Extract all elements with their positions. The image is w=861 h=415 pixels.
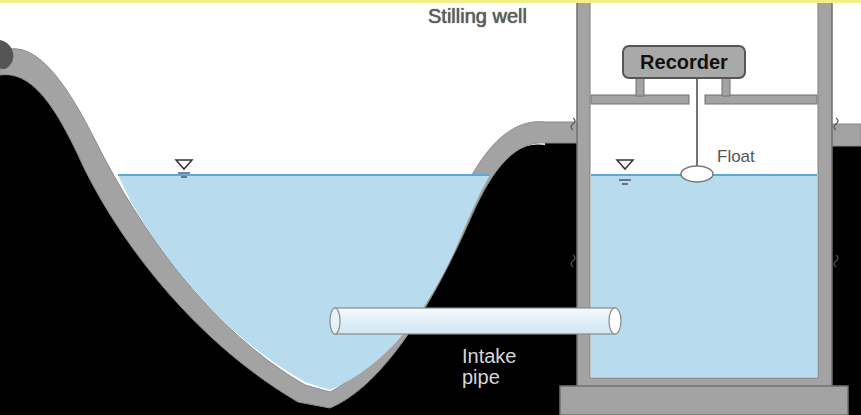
- wall-break-marks: [571, 118, 838, 267]
- channel-bank: [0, 49, 580, 408]
- top-border: [0, 0, 861, 3]
- well-water: [591, 175, 817, 377]
- intake-pipe-label: Intake pipe: [462, 346, 532, 388]
- water-surface: [118, 174, 490, 176]
- water-level-symbol: [176, 160, 192, 169]
- recorder-label: Recorder: [640, 51, 728, 74]
- float: [681, 166, 713, 182]
- outlet-stub: [830, 124, 861, 146]
- float-label: Float: [717, 148, 797, 166]
- stilling-well-label: Stilling well: [428, 6, 578, 27]
- well-base: [560, 386, 848, 415]
- well-interior: [590, 0, 818, 378]
- channel-water: [118, 175, 490, 390]
- stilling-well-wall: [577, 0, 832, 388]
- bank-edge: [0, 40, 13, 69]
- float-wire: [696, 70, 698, 167]
- recorder-box: Recorder: [622, 45, 746, 79]
- water-level-symbol: [617, 160, 633, 169]
- intake-pipe: [335, 308, 615, 334]
